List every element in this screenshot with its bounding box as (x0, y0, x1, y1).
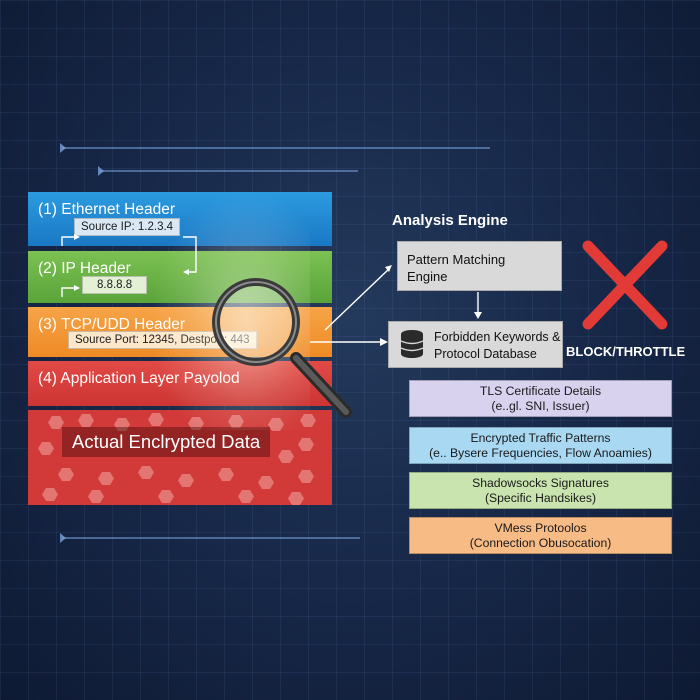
arrow-to-pattern-engine (324, 267, 391, 331)
magnifying-glass-icon (212, 278, 352, 418)
pattern-matching-engine-label: Pattern Matching Engine (407, 252, 506, 284)
detail-subtitle: (Specific Handsikes) (484, 491, 597, 505)
destination-ip-tag: 8.8.8.8 (82, 276, 148, 294)
port-tag: Source Port: 12345, Destport: 443 (68, 331, 257, 349)
encrypted-data-label: Actual Enclrypted Data (62, 427, 271, 457)
decorative-line-upper (98, 166, 358, 176)
x-mark-icon (582, 240, 668, 330)
tls-certificate-details-box: TLS Certificate Details (e..gl. SNI, Iss… (409, 380, 672, 417)
layer-title: (4) Application Layer Payolod (38, 370, 240, 387)
decorative-line-top (60, 143, 490, 153)
database-label: Forbidden Keywords & Protocol Database (434, 330, 561, 361)
encrypted-data-layer: Actual Enclrypted Data (28, 410, 332, 505)
shadowsocks-signatures-box: Shadowsocks Signatures (Specific Handsik… (409, 472, 672, 509)
arrow-icon (61, 236, 74, 246)
layer-title: (3) TCP/UDD Header (38, 316, 186, 333)
detail-title: VMess Protoolos (494, 521, 587, 535)
source-ip-tag: Source IP: 1.2.3.4 (74, 218, 181, 236)
ip-header-layer: (2) IP Header 8.8.8.8 (28, 251, 332, 303)
arrow-icon (61, 287, 74, 297)
detail-subtitle: (Connection Obusocation) (469, 536, 612, 550)
analysis-engine-title: Analysis Engine (392, 212, 508, 229)
detail-subtitle: (e..gl. SNI, Issuer) (491, 399, 590, 413)
block-throttle-label: BLOCK/THROTTLE (566, 344, 686, 359)
detail-title: Encrypted Traffic Patterns (470, 431, 611, 445)
detail-title: Shadowsocks Signatures (472, 476, 609, 490)
detail-subtitle: (e.. Bysere Frequencies, Flow Anoamies) (429, 446, 652, 460)
layer-title: (1) Ethernet Header (38, 201, 175, 218)
decorative-line-bottom (60, 533, 360, 543)
layer-title: (2) IP Header (38, 260, 131, 277)
vmess-protocols-box: VMess Protoolos (Connection Obusocation) (409, 517, 672, 554)
application-payload-layer: (4) Application Layer Payolod (28, 361, 332, 406)
database-icon (400, 330, 424, 358)
ethernet-header-layer: (1) Ethernet Header Source IP: 1.2.3.4 (28, 192, 332, 246)
pattern-matching-engine-box: Pattern Matching Engine (397, 241, 562, 291)
arrow-icon (183, 236, 197, 273)
encrypted-traffic-patterns-box: Encrypted Traffic Patterns (e.. Bysere F… (409, 427, 672, 464)
detail-title: TLS Certificate Details (479, 384, 602, 398)
forbidden-keywords-database-box: Forbidden Keywords & Protocol Database (388, 321, 563, 368)
